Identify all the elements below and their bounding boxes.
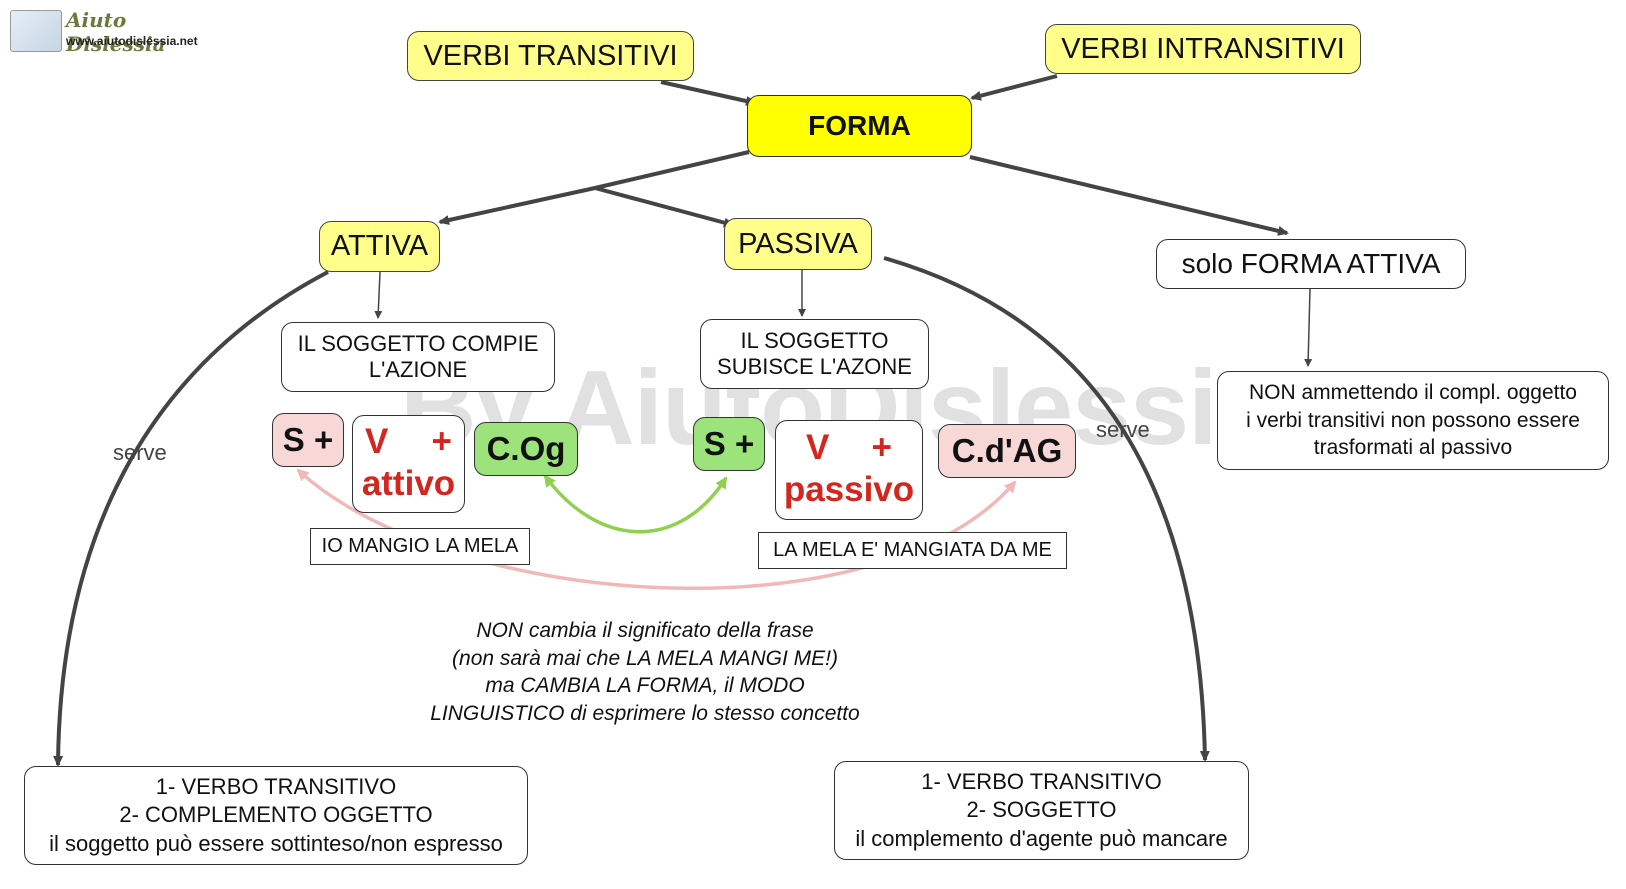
node-verbi-intransitivi: VERBI INTRANSITIVI bbox=[1045, 24, 1361, 74]
node-verbi-transitivi: VERBI TRANSITIVI bbox=[407, 31, 694, 81]
link-attiva-soggetto bbox=[374, 271, 383, 319]
node-attiva-v: V + attivo bbox=[352, 415, 465, 513]
node-soggetto-compie: IL SOGGETTO COMPIE L'AZIONE bbox=[281, 322, 555, 392]
node-passiva-v: V + passivo bbox=[775, 420, 923, 520]
node-passiva-cag: C.d'AG bbox=[938, 424, 1076, 478]
node-attiva-cog: C.Og bbox=[474, 422, 578, 476]
node-requisiti-attiva: 1- VERBO TRANSITIVO 2- COMPLEMENTO OGGET… bbox=[24, 766, 528, 865]
link-forma-passiva bbox=[594, 186, 735, 228]
node-solo-forma-attiva: solo FORMA ATTIVA bbox=[1156, 239, 1466, 289]
node-attiva-s: S + bbox=[272, 413, 344, 467]
link-intransitivi-forma bbox=[970, 74, 1058, 101]
node-passiva: PASSIVA bbox=[724, 218, 872, 270]
green-arrow-cog-s bbox=[543, 474, 728, 534]
node-forma: FORMA bbox=[747, 95, 972, 157]
node-esempio-attivo: IO MANGIO LA MELA bbox=[310, 528, 530, 565]
node-non-ammettendo: NON ammettendo il compl. oggetto i verbi… bbox=[1217, 371, 1609, 470]
node-soggetto-subisce: IL SOGGETTO SUBISCE L'AZONE bbox=[700, 319, 929, 389]
node-passiva-s: S + bbox=[693, 417, 765, 471]
link-forma-attiva bbox=[438, 150, 750, 225]
node-requisiti-passiva: 1- VERBO TRANSITIVO 2- SOGGETTO il compl… bbox=[834, 761, 1249, 860]
link-attiva-serve-requisiti bbox=[53, 270, 329, 767]
book-icon bbox=[10, 10, 62, 52]
logo-title: Aiuto Dislessia bbox=[66, 8, 166, 56]
label-serve-right: serve bbox=[1096, 417, 1150, 442]
link-passiva-serve-requisiti bbox=[883, 256, 1210, 762]
logo: Aiuto Dislessia www.aiutodislessia.net bbox=[8, 8, 198, 56]
link-transitivi-forma bbox=[660, 80, 757, 106]
note-significato: NON cambia il significato della frase (n… bbox=[430, 619, 860, 726]
node-attiva: ATTIVA bbox=[319, 221, 440, 272]
node-esempio-passivo: LA MELA E' MANGIATA DA ME bbox=[758, 532, 1067, 569]
logo-url: www.aiutodislessia.net bbox=[66, 34, 198, 48]
link-forma-solo-attiva bbox=[969, 155, 1289, 236]
link-solo-non-ammettendo bbox=[1304, 288, 1313, 367]
label-serve-left: serve bbox=[113, 440, 167, 465]
